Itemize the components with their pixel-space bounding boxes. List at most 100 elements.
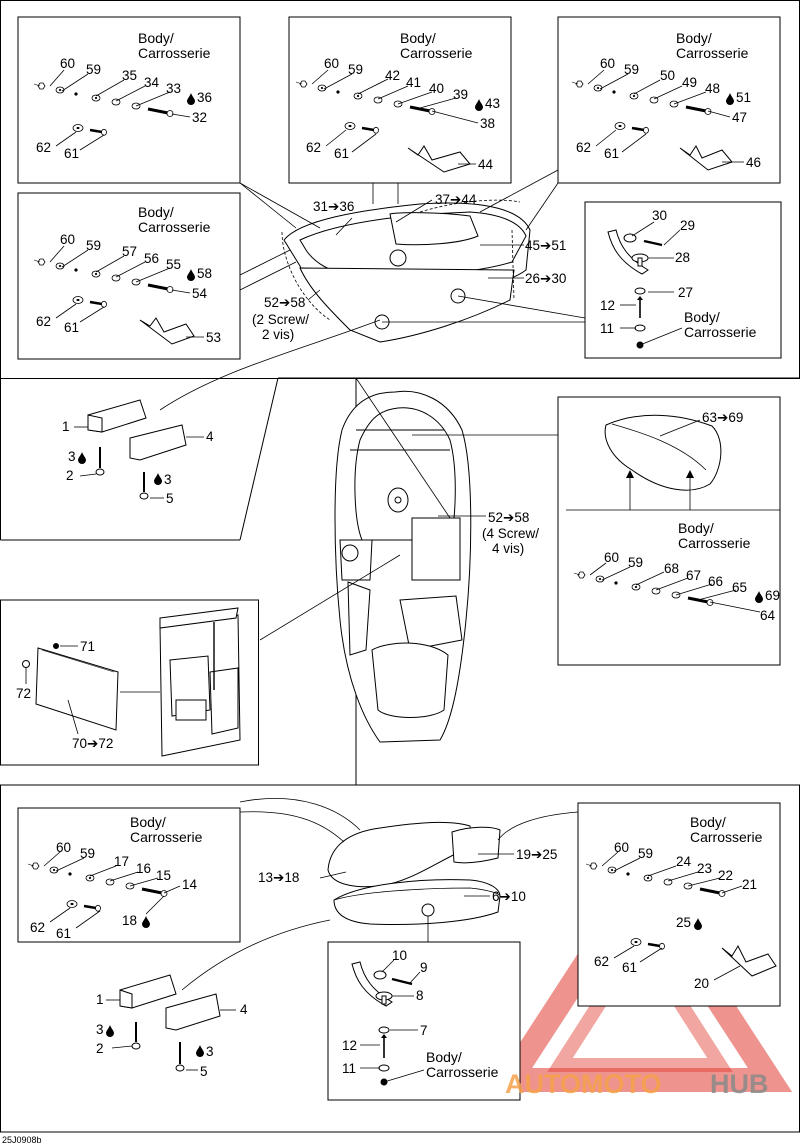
body-label: Body/ <box>426 1049 462 1065</box>
part-61: 61 <box>334 146 349 161</box>
body-label: Body/ <box>690 814 726 830</box>
part-59: 59 <box>628 555 643 570</box>
part-11: 11 <box>600 321 614 336</box>
part-20: 20 <box>694 976 709 991</box>
part-18: 18 <box>122 913 137 928</box>
screw-note-line2: 2 vis) <box>262 327 294 342</box>
part-11: 11 <box>342 1061 356 1076</box>
part-58: 58 <box>197 266 212 281</box>
kit-box-c <box>557 16 781 184</box>
part-44: 44 <box>478 157 494 172</box>
part-39: 39 <box>453 87 468 102</box>
part-62: 62 <box>576 140 591 155</box>
screw-note-line1: (2 Screw/ <box>252 312 309 327</box>
part-61: 61 <box>64 146 79 161</box>
part-34: 34 <box>144 75 160 90</box>
body-label: Body/ <box>138 204 174 220</box>
part-12: 12 <box>600 298 615 313</box>
part-60: 60 <box>324 56 339 71</box>
body-label-2: Carrosserie <box>676 45 749 61</box>
part-17: 17 <box>114 854 129 869</box>
part-46: 46 <box>746 155 761 170</box>
callout-19-25: 19➔25 <box>516 847 557 862</box>
part-16: 16 <box>136 861 151 876</box>
part-62: 62 <box>36 314 51 329</box>
part-5: 5 <box>200 1064 208 1079</box>
part-62: 62 <box>30 920 45 935</box>
part-23: 23 <box>697 861 712 876</box>
part-68: 68 <box>664 561 679 576</box>
part-22: 22 <box>718 868 733 883</box>
kit-box-a <box>17 16 241 184</box>
part-3: 3 <box>96 1022 104 1037</box>
body-label: Body/ <box>676 30 712 46</box>
part-4: 4 <box>206 429 214 444</box>
part-59: 59 <box>624 62 639 77</box>
part-56: 56 <box>144 251 159 266</box>
hull-top-view <box>334 390 472 743</box>
kit-box-d <box>17 192 241 360</box>
part-35: 35 <box>122 68 137 83</box>
storage-compartment <box>159 607 241 757</box>
watermark-brand-a: AUTOMOTO <box>505 1069 662 1099</box>
part-43: 43 <box>485 96 500 111</box>
part-62: 62 <box>36 140 51 155</box>
body-label-2: Carrosserie <box>690 829 763 845</box>
part-61: 61 <box>64 320 79 335</box>
retainer-46 <box>679 145 733 171</box>
part-27: 27 <box>678 285 693 300</box>
part-49: 49 <box>682 75 697 90</box>
part-61: 61 <box>604 146 619 161</box>
part-60: 60 <box>614 840 629 855</box>
kit-box-i <box>577 802 781 1007</box>
part-41: 41 <box>406 75 421 90</box>
part-40: 40 <box>429 81 444 96</box>
part-29: 29 <box>680 218 695 233</box>
bracket-10 <box>351 961 393 1007</box>
part-24: 24 <box>676 854 692 869</box>
part-59: 59 <box>86 62 101 77</box>
part-57: 57 <box>122 244 137 259</box>
kit-box-e <box>584 201 782 359</box>
part-25: 25 <box>676 915 691 930</box>
panel-70 <box>35 647 119 731</box>
console-assembly <box>281 199 531 343</box>
part-53: 53 <box>206 330 221 345</box>
part-59: 59 <box>638 846 653 861</box>
callout-6-10: 6➔10 <box>492 889 526 904</box>
callout-70-72: 70➔72 <box>72 736 113 751</box>
part-32: 32 <box>192 110 207 125</box>
part-61: 61 <box>622 960 637 975</box>
part-38: 38 <box>480 116 495 131</box>
seat-assembly <box>327 821 501 925</box>
part-8: 8 <box>416 988 424 1003</box>
part-59: 59 <box>348 62 363 77</box>
part-3b: 3 <box>206 1044 214 1059</box>
part-21: 21 <box>742 877 757 892</box>
part-3b: 3 <box>164 472 172 487</box>
part-59: 59 <box>86 238 101 253</box>
part-51: 51 <box>736 90 751 105</box>
diagram-code: 25J0908b <box>2 1135 42 1145</box>
part-12: 12 <box>342 1038 357 1053</box>
part-2: 2 <box>96 1041 104 1056</box>
part-72: 72 <box>16 686 31 701</box>
body-label: Body/ <box>678 520 714 536</box>
part-4: 4 <box>240 1002 248 1017</box>
part-54: 54 <box>192 286 208 301</box>
body-label: Body/ <box>138 30 174 46</box>
part-30: 30 <box>652 208 667 223</box>
body-label-2: Carrosserie <box>684 324 757 340</box>
part-15: 15 <box>156 868 171 883</box>
screw-note-range: 52➔58 <box>264 295 305 310</box>
part-28: 28 <box>675 250 690 265</box>
part-50: 50 <box>660 68 675 83</box>
callout-31-36: 31➔36 <box>313 199 354 214</box>
bracket-30 <box>607 229 649 275</box>
retainer-20 <box>721 944 777 977</box>
callout-63-69: 63➔69 <box>702 410 743 425</box>
retainer-44 <box>407 145 471 173</box>
part-48: 48 <box>705 81 720 96</box>
part-36: 36 <box>197 90 212 105</box>
part-59: 59 <box>80 846 95 861</box>
